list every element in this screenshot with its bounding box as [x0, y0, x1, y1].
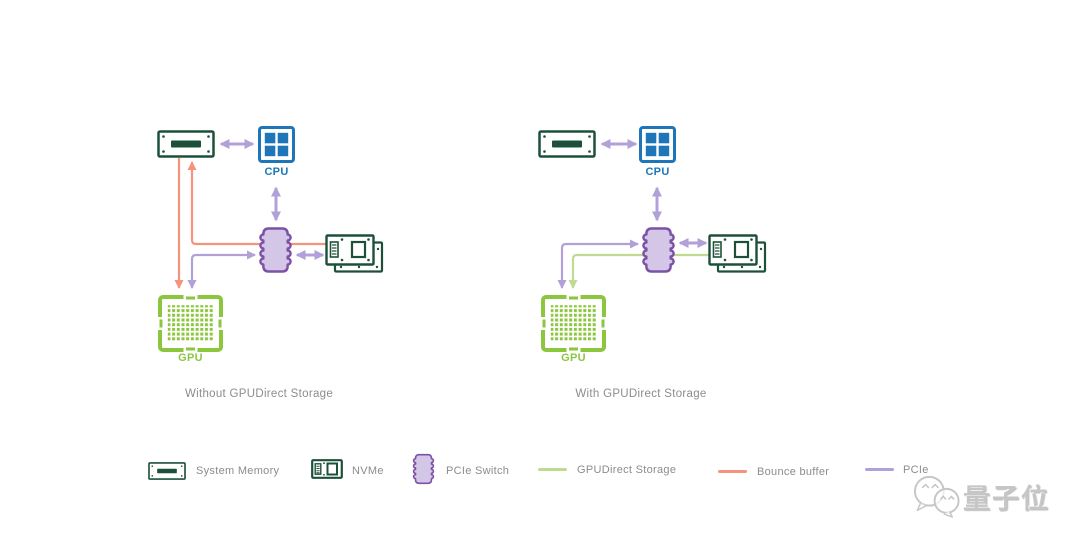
bounce-line-nvme-to-sysmem	[187, 161, 332, 246]
qbitai-watermark: 量子位	[911, 474, 1080, 524]
legend-system-memory-icon	[148, 462, 186, 480]
gpu-icon	[541, 295, 606, 352]
pcie-line-gpu-switch-left	[187, 250, 256, 289]
cpu-label: CPU	[645, 166, 670, 178]
legend-label-nvme: NVMe	[352, 465, 384, 477]
legend-label-gpudirect-storage: GPUDirect Storage	[577, 464, 677, 476]
legend-label-pcie-switch: PCIe Switch	[446, 465, 510, 477]
watermark-text: 量子位	[963, 484, 1050, 514]
gpu-label: GPU	[178, 352, 203, 364]
legend-pcie-switch-icon	[412, 453, 435, 485]
pcie-switch-icon	[641, 226, 676, 274]
wechat-icon	[914, 475, 960, 518]
gpu-icon	[158, 295, 223, 352]
green-line-swatch	[538, 468, 567, 471]
caption-with-gds: With GPUDirect Storage	[575, 388, 707, 400]
system-memory-icon	[538, 130, 596, 158]
gds-line-nvme-to-gpu	[568, 253, 714, 289]
system-memory-icon	[157, 130, 215, 158]
legend-label-pcie: PCIe	[903, 464, 929, 476]
pink-line-swatch	[718, 470, 747, 473]
nvme-icon	[708, 234, 767, 274]
pcie-switch-icon	[258, 226, 293, 274]
nvme-icon	[325, 234, 384, 274]
legend-label-bounce-buffer: Bounce buffer	[757, 466, 830, 478]
caption-without-gds: Without GPUDirect Storage	[184, 388, 334, 400]
cpu-icon	[258, 126, 295, 163]
cpu-icon	[639, 126, 676, 163]
legend-label-system-memory: System Memory	[196, 465, 280, 477]
gpu-label: GPU	[561, 352, 586, 364]
cpu-label: CPU	[264, 166, 289, 178]
pcie-line-gpu-switch-right	[557, 239, 639, 289]
legend-nvme-icon	[311, 459, 343, 479]
purple-line-swatch	[865, 468, 894, 471]
